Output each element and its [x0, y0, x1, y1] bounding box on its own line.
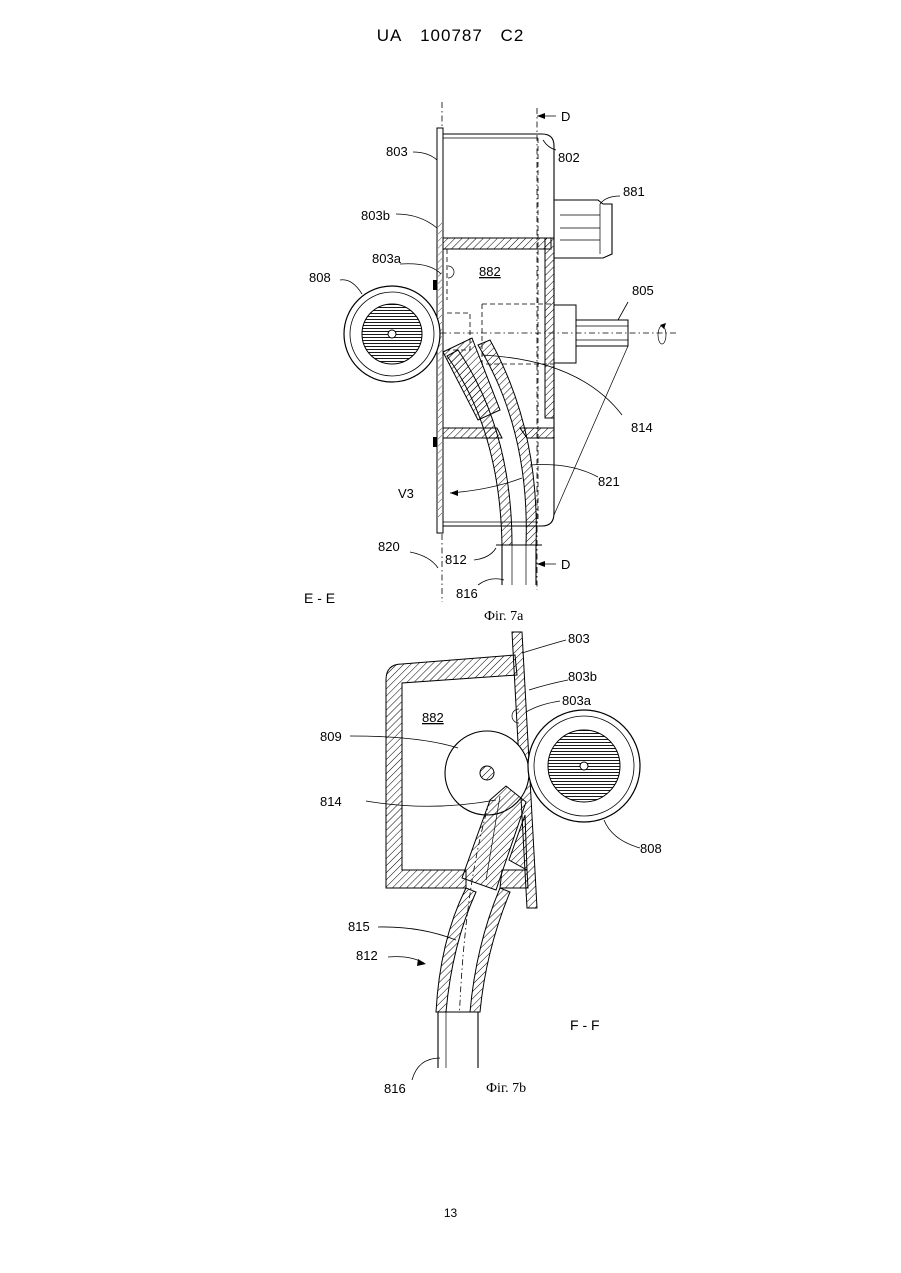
label-882: 882: [479, 264, 501, 279]
nozzle-881: [554, 200, 612, 258]
roller-808-b: [528, 710, 640, 822]
label-808-b: 808: [640, 841, 662, 856]
label-814-b: 814: [320, 794, 342, 809]
figure-7a: 803 802 881 803b 803a 882 808 805 814 82…: [304, 102, 678, 624]
section-label-f-f: F - F: [570, 1017, 600, 1033]
label-814: 814: [631, 420, 653, 435]
label-803a-b: 803a: [562, 693, 592, 708]
label-803-b: 803: [568, 631, 590, 646]
label-812-b: 812: [356, 948, 378, 963]
label-812: 812: [445, 552, 467, 567]
label-803b-b: 803b: [568, 669, 597, 684]
tube-812: [443, 338, 542, 585]
shaft-housing-805: [554, 305, 576, 363]
label-820: 820: [378, 539, 400, 554]
label-803b: 803b: [361, 208, 390, 223]
label-803: 803: [386, 144, 408, 159]
label-815: 815: [348, 919, 370, 934]
label-805: 805: [632, 283, 654, 298]
label-816: 816: [456, 586, 478, 601]
caption-fig-7b: Фіг. 7b: [486, 1081, 526, 1096]
label-809: 809: [320, 729, 342, 744]
label-882-b: 882: [422, 710, 444, 725]
label-821: 821: [598, 474, 620, 489]
figure-7b: 803 803b 803a 882 809 814 808 815 812 81…: [320, 631, 662, 1096]
label-802: 802: [558, 150, 580, 165]
label-803a: 803a: [372, 251, 402, 266]
caption-fig-7a: Фіг. 7a: [484, 609, 524, 624]
label-881: 881: [623, 184, 645, 199]
label-816-b: 816: [384, 1081, 406, 1096]
label-V3: V3: [398, 486, 414, 501]
section-mark-bottom: D: [561, 557, 570, 572]
label-808: 808: [309, 270, 331, 285]
section-mark-top: D: [561, 109, 570, 124]
roller-808: [344, 286, 440, 382]
section-label-e-e: E - E: [304, 590, 335, 606]
page-number: 13: [0, 1206, 901, 1220]
